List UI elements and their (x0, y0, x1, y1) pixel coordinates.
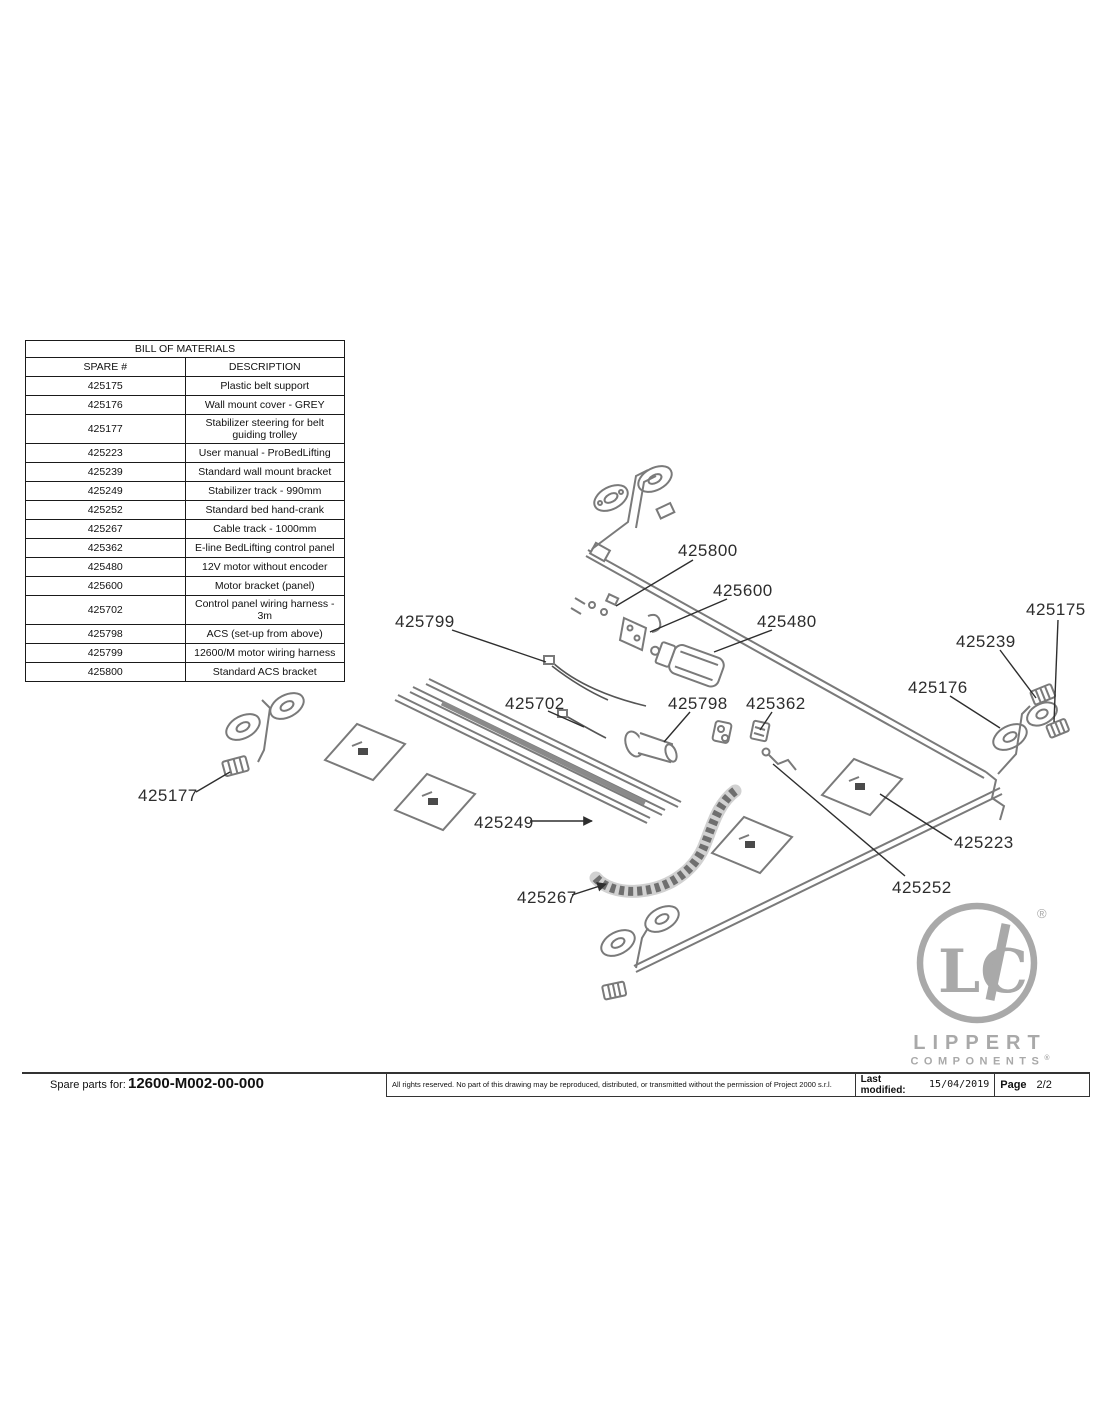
part-label-425600: 425600 (713, 581, 773, 600)
page-number: 2/2 (1036, 1078, 1052, 1091)
part-control-panel-425362 (711, 719, 771, 744)
logo-monogram: LC (938, 937, 1028, 1007)
logo-brand-lippert: LIPPERT (913, 1032, 1047, 1054)
part-label-425176: 425176 (908, 678, 968, 697)
page-label: Page (1000, 1078, 1027, 1091)
part-label-425177: 425177 (138, 786, 198, 805)
part-label-425480: 425480 (757, 612, 817, 631)
part-label-425702: 425702 (505, 694, 565, 713)
bom-description: Stabilizer steering for belt guiding tro… (184, 414, 345, 444)
part-motor-wiring-harness-425799 (543, 655, 647, 707)
part-label-425252: 425252 (892, 878, 952, 897)
last-modified-label: Last modified: (860, 1073, 906, 1096)
part-label-425175: 425175 (1026, 600, 1086, 619)
spare-parts-for-label: Spare parts for: (50, 1079, 126, 1091)
lippert-logo-mark: LC ® (916, 902, 1047, 1024)
part-acs-unit-425798 (624, 730, 678, 764)
part-left-wall-bracket (225, 692, 305, 763)
part-control-panel-harness-425702 (557, 709, 607, 739)
part-stabilizer-tracks-425249 (394, 678, 682, 824)
part-user-manual-sheet-4 (820, 757, 904, 817)
bom-description: Standard ACS bracket (184, 662, 345, 682)
part-user-manual-sheet-3 (710, 815, 794, 875)
part-user-manual-sheet-2 (393, 772, 477, 832)
logo-brand-components-text: COMPONENTS (910, 1055, 1045, 1068)
leader-lines (195, 559, 1059, 896)
part-right-wall-bracket (992, 701, 1058, 775)
bom-description: Standard bed hand-crank (184, 500, 345, 520)
bom-description: Stabilizer track - 990mm (184, 481, 345, 501)
logo-i-bar (985, 923, 1011, 1001)
part-motor-bracket-425600 (618, 613, 662, 652)
last-modified-cell: Last modified: 15/04/2019 (856, 1073, 996, 1096)
part-wall-mount-bracket-425239 (1029, 683, 1057, 706)
bom-spare-number: 425252 (25, 500, 186, 520)
bom-description: Plastic belt support (184, 376, 345, 396)
bom-description: E-line BedLifting control panel (184, 538, 345, 558)
part-label-425362: 425362 (746, 694, 806, 713)
footer-titleblock: All rights reserved. No part of this dra… (386, 1073, 1090, 1097)
logo-registered-icon: ® (1037, 906, 1047, 921)
part-cable-track-425267 (589, 784, 742, 898)
part-plastic-belt-support-425175 (1045, 718, 1070, 739)
bom-description: User manual - ProBedLifting (184, 443, 345, 463)
part-bottom-wall-bracket (600, 905, 680, 969)
part-label-425239: 425239 (956, 632, 1016, 651)
part-bottom-bed-rail (633, 787, 1003, 973)
bom-description: Cable track - 1000mm (184, 519, 345, 539)
part-stabilizer-steering-425177 (221, 755, 250, 778)
part-label-425223: 425223 (954, 833, 1014, 852)
part-label-425798: 425798 (668, 694, 728, 713)
logo-circle (916, 902, 1038, 1024)
drawing-part-number: 12600-M002-00-000 (128, 1075, 264, 1092)
part-motor-425480 (650, 641, 725, 688)
logo-registered-icon-small: ® (1044, 1055, 1050, 1062)
part-label-425799: 425799 (395, 612, 455, 631)
logo-brand-components: COMPONENTS® (895, 1055, 1065, 1068)
part-label-425249: 425249 (474, 813, 534, 832)
last-modified-date: 15/04/2019 (929, 1079, 990, 1090)
part-hand-crank-425252 (761, 747, 797, 771)
bom-description: 12V motor without encoder (184, 557, 345, 577)
bill-of-materials-table: BILL OF MATERIALS SPARE # DESCRIPTION 42… (25, 340, 345, 682)
part-acs-bracket-screws-425800 (570, 592, 620, 616)
page-number-cell: Page 2/2 (995, 1073, 1089, 1096)
footer-divider (22, 1072, 1090, 1074)
part-user-manual-sheet-1 (323, 722, 407, 782)
part-label-425800: 425800 (678, 541, 738, 560)
rights-notice: All rights reserved. No part of this dra… (387, 1073, 856, 1096)
bom-spare-number: 425798 (25, 624, 186, 644)
bom-spare-number: 425249 (25, 481, 186, 501)
bom-spare-number: 425702 (25, 595, 186, 625)
bom-description: Control panel wiring harness - 3m (184, 595, 345, 625)
part-label-425267: 425267 (517, 888, 577, 907)
part-top-wall-bracket (591, 465, 676, 550)
bom-spare-number: 425800 (25, 662, 186, 682)
part-bottom-belt-clamp (601, 980, 628, 1001)
